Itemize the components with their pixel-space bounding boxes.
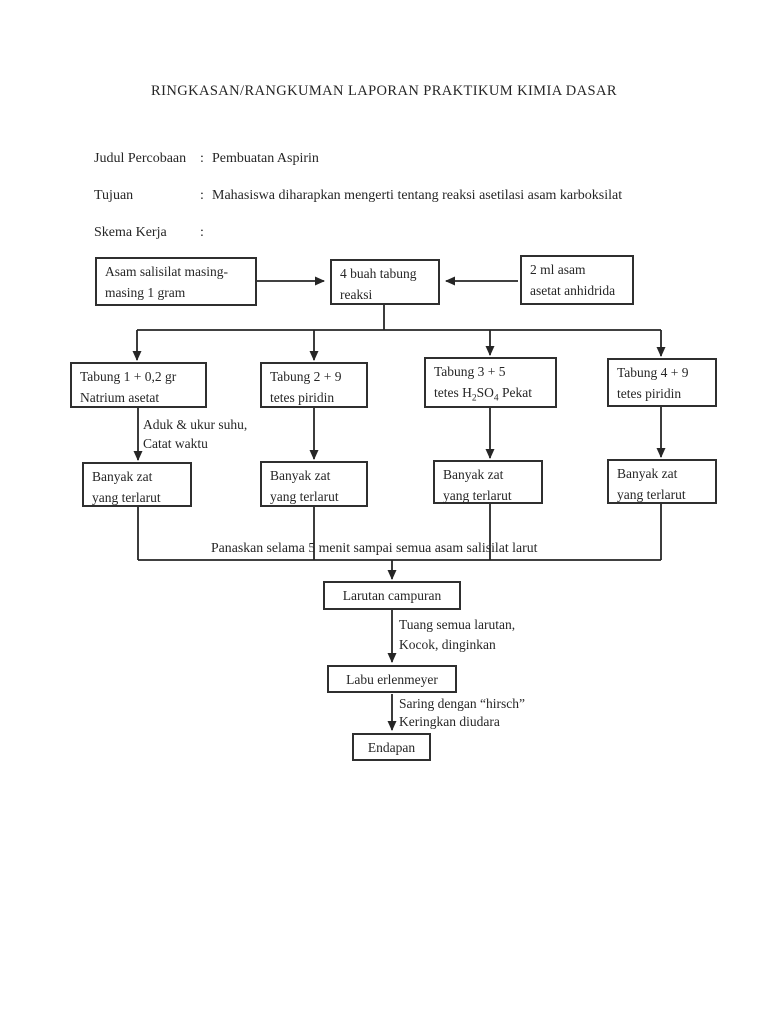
flow-box-text: asetat anhidrida bbox=[530, 283, 616, 298]
formula-text: SO bbox=[476, 385, 494, 400]
flow-box-text: yang terlarut bbox=[443, 488, 512, 503]
field-label: Judul Percobaan bbox=[94, 151, 187, 166]
annotation-saring: Saring dengan “hirsch” Keringkan diudara bbox=[399, 695, 525, 731]
field-colon: : bbox=[200, 151, 204, 166]
field-colon: : bbox=[200, 225, 204, 240]
annotation-line: Saring dengan “hirsch” bbox=[399, 696, 525, 711]
page-title: RINGKASAN/RANGKUMAN LAPORAN PRAKTIKUM KI… bbox=[151, 83, 617, 99]
field-value: Mahasiswa diharapkan mengerti tentang re… bbox=[212, 188, 623, 203]
flow-box-text: reaksi bbox=[340, 287, 373, 302]
flow-box-tabung2: Tabung 2 + 9 tetes piridin bbox=[260, 362, 368, 408]
flow-box-text: Banyak zat bbox=[443, 467, 504, 482]
field-label: Tujuan bbox=[94, 188, 134, 203]
annotation-line: Keringkan diudara bbox=[399, 714, 500, 729]
annotation-line: Aduk & ukur suhu, bbox=[143, 417, 248, 432]
flow-box-tabung-reaksi: 4 buah tabung reaksi bbox=[330, 259, 440, 305]
annotation-aduk: Aduk & ukur suhu, Catat waktu bbox=[143, 416, 247, 453]
flow-box-text: Natrium asetat bbox=[80, 390, 160, 405]
annotation-panaskan: Panaskan selama 5 menit sampai semua asa… bbox=[211, 540, 538, 555]
annotation-line: Kocok, dinginkan bbox=[399, 636, 496, 652]
annotation-line: Tuang semua larutan, bbox=[399, 617, 516, 632]
formula-text: tetes H bbox=[434, 385, 472, 400]
formula-text: Pekat bbox=[498, 385, 532, 400]
flow-box-banyak3: Banyak zat yang terlarut bbox=[433, 460, 543, 504]
annotation-tuang: Tuang semua larutan, Kocok, dinginkan bbox=[399, 615, 515, 654]
flow-box-tabung4: Tabung 4 + 9 tetes piridin bbox=[607, 358, 717, 407]
flow-box-text: Asam salisilat masing- bbox=[105, 264, 228, 279]
formula-subscript: 4 bbox=[493, 393, 499, 404]
annotation-line: Catat waktu bbox=[143, 435, 208, 451]
flow-box-text: tetes H2SO4 Pekat bbox=[434, 382, 547, 403]
flow-box-banyak1: Banyak zat yang terlarut bbox=[82, 462, 192, 507]
flow-box-text: masing 1 gram bbox=[105, 285, 186, 300]
flow-box-text: Tabung 4 + 9 bbox=[617, 365, 689, 380]
flow-box-text: Banyak zat bbox=[92, 469, 153, 484]
flow-box-larutan-campuran: Larutan campuran bbox=[323, 581, 461, 610]
flow-box-text: Larutan campuran bbox=[342, 588, 442, 603]
flow-box-tabung1: Tabung 1 + 0,2 gr Natrium asetat bbox=[70, 362, 207, 408]
flow-box-text: yang terlarut bbox=[92, 490, 161, 505]
flow-box-text: tetes piridin bbox=[270, 390, 335, 405]
flow-box-text: Banyak zat bbox=[270, 468, 331, 483]
flow-box-endapan: Endapan bbox=[352, 733, 431, 761]
flow-box-text: Endapan bbox=[367, 740, 416, 755]
flow-box-text: Tabung 2 + 9 bbox=[270, 369, 342, 384]
flow-box-text: Labu erlenmeyer bbox=[346, 672, 438, 687]
flow-box-banyak2: Banyak zat yang terlarut bbox=[260, 461, 368, 507]
flow-box-banyak4: Banyak zat yang terlarut bbox=[607, 459, 717, 504]
formula-subscript: 2 bbox=[471, 393, 477, 404]
flow-box-tabung3: Tabung 3 + 5 tetes H2SO4 Pekat bbox=[424, 357, 557, 408]
flow-box-text: Banyak zat bbox=[617, 466, 678, 481]
flow-box-text: Tabung 3 + 5 bbox=[434, 364, 506, 379]
flow-box-text: tetes piridin bbox=[617, 386, 682, 401]
field-label: Skema Kerja bbox=[94, 225, 167, 240]
flow-box-text: yang terlarut bbox=[617, 487, 686, 502]
field-colon: : bbox=[200, 188, 204, 203]
flow-box-labu-erlenmeyer: Labu erlenmeyer bbox=[327, 665, 457, 693]
field-judul-percobaan: Judul Percobaan: Pembuatan Aspirin bbox=[94, 151, 319, 167]
flow-box-text: yang terlarut bbox=[270, 489, 339, 504]
flow-box-text: 4 buah tabung bbox=[340, 266, 417, 281]
field-tujuan: Tujuan: Mahasiswa diharapkan mengerti ten… bbox=[94, 188, 622, 204]
flow-box-asam-asetat: 2 ml asam asetat anhidrida bbox=[520, 255, 634, 305]
field-skema-kerja: Skema Kerja: bbox=[94, 225, 212, 241]
flow-box-text: Tabung 1 + 0,2 gr bbox=[80, 369, 177, 384]
field-value: Pembuatan Aspirin bbox=[212, 151, 319, 166]
flow-box-asam-salisilat: Asam salisilat masing- masing 1 gram bbox=[95, 257, 257, 306]
flow-box-text: 2 ml asam bbox=[530, 262, 586, 277]
